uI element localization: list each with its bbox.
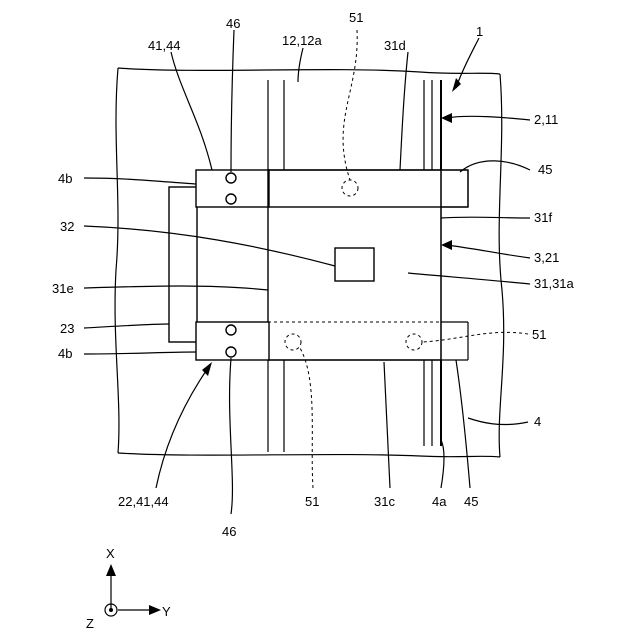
axes-diagram xyxy=(105,564,161,616)
component-32 xyxy=(335,248,374,281)
label-22-41-44: 22,41,44 xyxy=(118,494,169,509)
label-45-top: 45 xyxy=(538,162,552,177)
label-31d: 31d xyxy=(384,38,406,53)
label-4b-upper: 4b xyxy=(58,171,72,186)
label-51-bottom: 51 xyxy=(305,494,319,509)
label-31-31a: 31,31a xyxy=(534,276,575,291)
label-4a: 4a xyxy=(432,494,447,509)
axis-label-x: X xyxy=(106,546,115,561)
label-1: 1 xyxy=(476,24,483,39)
label-51-right: 51 xyxy=(532,327,546,342)
label-31c: 31c xyxy=(374,494,395,509)
label-46-bottom: 46 xyxy=(222,524,236,539)
axis-label-y: Y xyxy=(162,604,171,619)
label-23: 23 xyxy=(60,321,74,336)
axis-label-z: Z xyxy=(86,616,94,631)
label-41-44: 41,44 xyxy=(148,38,181,53)
label-45-bottom: 45 xyxy=(464,494,478,509)
label-3-21: 3,21 xyxy=(534,250,559,265)
label-4b-lower: 4b xyxy=(58,346,72,361)
label-12-12a: 12,12a xyxy=(282,33,323,48)
member-23 xyxy=(169,187,197,342)
label-4: 4 xyxy=(534,414,541,429)
label-32: 32 xyxy=(60,219,74,234)
label-51-top: 51 xyxy=(349,10,363,25)
label-46-top: 46 xyxy=(226,16,240,31)
label-31f: 31f xyxy=(534,210,552,225)
label-2-11: 2,11 xyxy=(534,112,558,127)
rollers-46 xyxy=(226,173,236,357)
label-31e: 31e xyxy=(52,281,74,296)
